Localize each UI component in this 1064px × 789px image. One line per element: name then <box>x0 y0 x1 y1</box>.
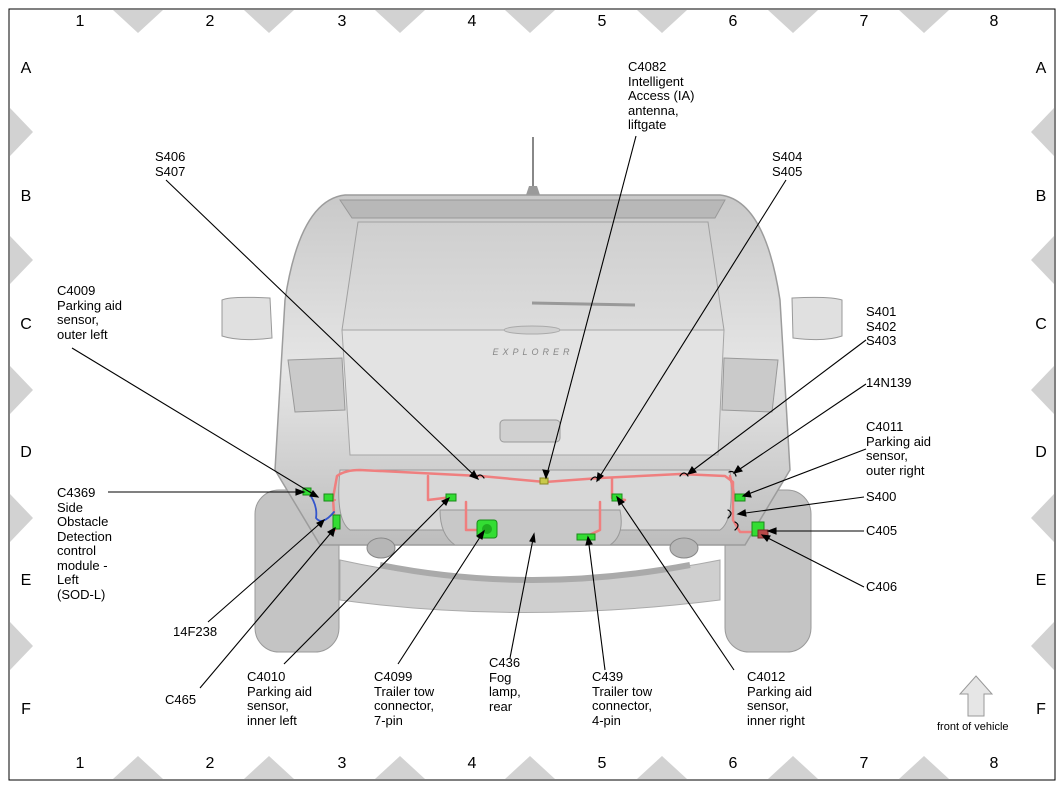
vehicle-badge: EXPLORER <box>492 347 573 357</box>
grid-col-label: 6 <box>728 13 738 30</box>
label-c465: C465 <box>165 692 197 707</box>
grid-col-label: 8 <box>989 755 999 772</box>
grid-col-label: 4 <box>467 13 477 30</box>
grid-row-label: C <box>20 316 32 333</box>
label-s401: S401 S402 S403 <box>866 304 897 348</box>
grid-marker-triangles <box>10 10 1054 779</box>
grid-col-label: 7 <box>859 13 869 30</box>
grid-row-label: B <box>1035 188 1047 205</box>
label-c4082: C4082 Intelligent Access (IA) antenna, l… <box>628 59 695 132</box>
vehicle-rear-view: EXPLORER <box>221 137 843 653</box>
grid-row-label: E <box>1035 572 1047 589</box>
grid-col-label: 2 <box>205 13 215 30</box>
grid-col-label: 8 <box>989 13 999 30</box>
label-c4011: C4011 Parking aid sensor, outer right <box>866 419 932 478</box>
grid-col-label: 3 <box>337 13 347 30</box>
label-14f238: 14F238 <box>173 624 218 639</box>
grid-col-label: 2 <box>205 755 215 772</box>
grid-col-label: 5 <box>597 13 607 30</box>
grid-row-label: B <box>20 188 32 205</box>
grid-row-label: F <box>1036 701 1046 718</box>
label-s406: S406 S407 <box>155 149 186 179</box>
grid-row-label: F <box>21 701 31 718</box>
label-s400: S400 <box>866 489 897 504</box>
grid-col-label: 5 <box>597 755 607 772</box>
diagram-border <box>8 8 1056 781</box>
grid-row-label: C <box>1035 316 1047 333</box>
grid-col-label: 4 <box>467 755 477 772</box>
label-c436: C436 Fog lamp, rear <box>489 655 521 714</box>
grid-col-label: 1 <box>75 13 85 30</box>
grid-col-label: 6 <box>728 755 738 772</box>
leader-lines <box>71 135 867 689</box>
grid-row-label: D <box>20 444 32 461</box>
label-c4009: C4009 Parking aid sensor, outer left <box>57 283 123 342</box>
grid-row-label: D <box>1035 444 1047 461</box>
label-c4012: C4012 Parking aid sensor, inner right <box>747 669 813 728</box>
grid-row-label: A <box>20 60 32 77</box>
label-c439: C439 Trailer tow connector, 4-pin <box>592 669 653 728</box>
label-c406: C406 <box>866 579 898 594</box>
grid-col-label: 7 <box>859 755 869 772</box>
grid-col-label: 3 <box>337 755 347 772</box>
label-14n139: 14N139 <box>866 375 912 390</box>
label-c4099: C4099 Trailer tow connector, 7-pin <box>374 669 435 728</box>
grid-row-label: A <box>1035 60 1047 77</box>
label-c4369: C4369 Side Obstacle Detection control mo… <box>57 485 112 602</box>
label-c4010: C4010 Parking aid sensor, inner left <box>247 669 313 728</box>
front-of-vehicle-label: front of vehicle <box>937 721 1009 733</box>
front-arrow-icon <box>958 675 994 717</box>
grid-col-label: 1 <box>75 755 85 772</box>
label-s404: S404 S405 <box>772 149 803 179</box>
label-c405: C405 <box>866 523 898 538</box>
grid-row-label: E <box>20 572 32 589</box>
